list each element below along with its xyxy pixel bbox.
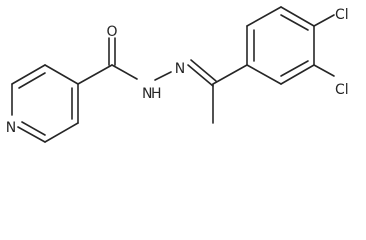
imine-nitrogen-label: N bbox=[175, 61, 185, 77]
bond-aryl-c5-c6 bbox=[280, 64, 315, 85]
bond-aryl-cl-bottom bbox=[313, 64, 335, 77]
bond-pyridine-c2-n bbox=[17, 126, 46, 143]
dichlorophenyl-ring bbox=[246, 6, 315, 85]
bond-aryl-c3-c4 bbox=[280, 6, 315, 27]
chlorine-bottom-label: Cl bbox=[335, 82, 349, 98]
bond-aryl-c6-c1 bbox=[246, 64, 282, 85]
bond-imine-double-b bbox=[190, 59, 217, 82]
bond-aryl-c3-c4-inner bbox=[280, 14, 309, 31]
hydrazide-nitrogen-label: N bbox=[142, 86, 152, 102]
bond-imine-aryl bbox=[212, 64, 248, 85]
bond-pyridine-c6-c5 bbox=[11, 64, 46, 85]
pyridine-nitrogen-label: N bbox=[6, 120, 16, 136]
bond-pyridine-c6-c5-inner bbox=[18, 72, 46, 89]
molecule-structure: O N N H N Cl Cl bbox=[6, 6, 349, 143]
bond-nh-n bbox=[154, 71, 172, 81]
bond-pyridine-c2-n-inner bbox=[21, 121, 46, 136]
bond-aryl-cl-top bbox=[313, 14, 335, 27]
amide-hydrogen-label: H bbox=[151, 86, 162, 102]
structure-canvas: O N N H N Cl Cl bbox=[5, 6, 349, 143]
bond-pyridine-c3-c2 bbox=[44, 122, 79, 143]
bond-aryl-c5-c6-inner bbox=[280, 60, 309, 77]
oxygen-label: O bbox=[106, 24, 117, 40]
pyridine-ring bbox=[11, 64, 79, 143]
bond-carbonyl-nh bbox=[111, 64, 138, 80]
bond-pyridine-c5-c4 bbox=[44, 64, 79, 85]
bond-aryl-c2-c3 bbox=[246, 6, 282, 27]
bond-imine-double-a bbox=[187, 64, 214, 87]
chlorine-top-label: Cl bbox=[335, 7, 349, 23]
bond-ring-carbonyl bbox=[77, 64, 113, 85]
